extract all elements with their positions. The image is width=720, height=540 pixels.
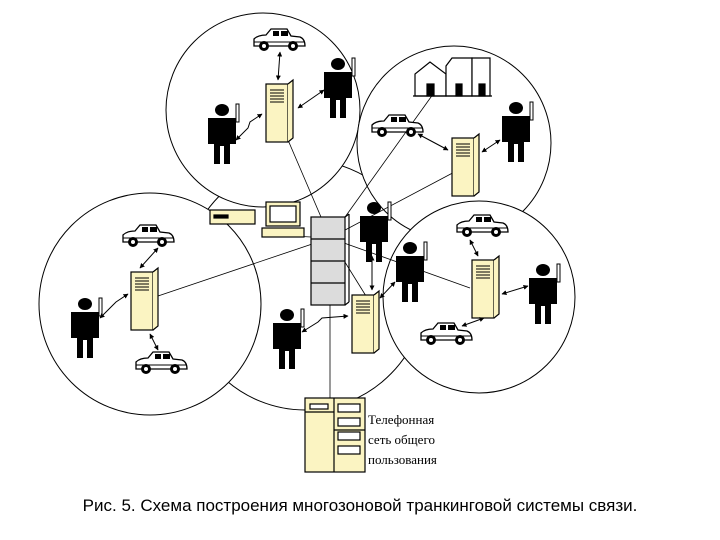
base-station-icon: [471, 255, 500, 319]
computer-icon: [209, 201, 305, 238]
pstn-label-line-3: пользования: [368, 452, 437, 467]
switch-rack-icon: [310, 213, 350, 306]
radio-links: [99, 51, 529, 351]
pstn-label: Телефонная сеть общего пользования: [368, 410, 478, 470]
pstn-exchange-icon: [304, 397, 366, 473]
base-station-icon: [130, 267, 159, 331]
pstn-label-line-2: сеть общего: [368, 432, 435, 447]
base-station-icon: [451, 133, 480, 197]
pstn-label-line-1: Телефонная: [368, 412, 435, 427]
base-station-icon: [351, 290, 380, 354]
figure-caption: Рис. 5. Схема построения многозоновой тр…: [82, 496, 638, 515]
base-station-icon: [265, 79, 294, 143]
radio-zones: [38, 12, 576, 416]
building-icon: [413, 57, 492, 97]
